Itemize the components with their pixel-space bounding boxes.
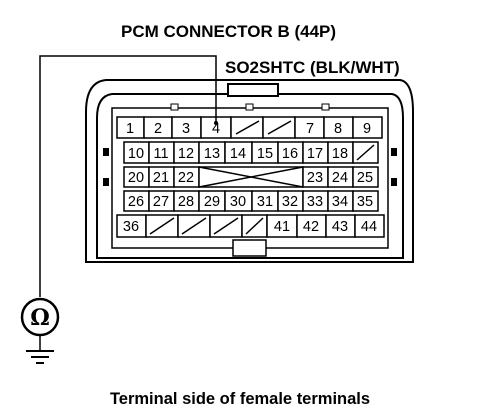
connector-housing: [85, 79, 414, 263]
probe-point: [214, 121, 218, 125]
terminal-41: 41: [274, 219, 290, 235]
terminal-10: 10: [128, 146, 144, 162]
terminal-3: 3: [182, 121, 190, 137]
terminal-35: 35: [357, 194, 373, 210]
caption: Terminal side of female terminals: [110, 390, 370, 408]
terminal-17: 17: [307, 146, 323, 162]
terminal-15: 15: [257, 146, 273, 162]
ohm-symbol: Ω: [30, 305, 50, 331]
signal-label: SO2SHTC (BLK/WHT): [225, 58, 400, 77]
terminal-36: 36: [123, 219, 139, 235]
terminal-28: 28: [178, 194, 194, 210]
terminal-32: 32: [282, 194, 298, 210]
ohmmeter-icon: Ω: [20, 297, 60, 351]
terminal-24: 24: [332, 170, 348, 186]
terminal-29: 29: [204, 194, 220, 210]
terminal-2: 2: [154, 121, 162, 137]
terminal-14: 14: [230, 146, 246, 162]
probe-wire: [39, 55, 217, 297]
terminal-23: 23: [307, 170, 323, 186]
terminal-8: 8: [334, 121, 342, 137]
terminal-4: 4: [212, 121, 220, 137]
terminal-grid: [116, 116, 385, 238]
terminal-44: 44: [361, 219, 377, 235]
terminal-labels: 1 2 3 4 7 8 9 10 11 12 13 14 15 16 17 18…: [123, 121, 377, 235]
terminal-33: 33: [307, 194, 323, 210]
ground-icon: [26, 350, 54, 364]
terminal-12: 12: [178, 146, 194, 162]
terminal-43: 43: [332, 219, 348, 235]
terminal-31: 31: [257, 194, 273, 210]
terminal-21: 21: [153, 170, 169, 186]
terminal-13: 13: [204, 146, 220, 162]
terminal-22: 22: [178, 170, 194, 186]
terminal-11: 11: [153, 146, 168, 162]
terminal-18: 18: [332, 146, 348, 162]
terminal-34: 34: [332, 194, 348, 210]
housing-latch-marks: [103, 103, 397, 186]
terminal-1: 1: [126, 121, 134, 137]
terminal-30: 30: [230, 194, 246, 210]
terminal-20: 20: [128, 170, 144, 186]
terminal-25: 25: [357, 170, 373, 186]
terminal-42: 42: [303, 219, 319, 235]
connector-title: PCM CONNECTOR B (44P): [121, 22, 336, 41]
terminal-16: 16: [282, 146, 298, 162]
terminal-9: 9: [363, 121, 371, 137]
terminal-27: 27: [153, 194, 169, 210]
terminal-7: 7: [306, 121, 314, 137]
terminal-26: 26: [128, 194, 144, 210]
